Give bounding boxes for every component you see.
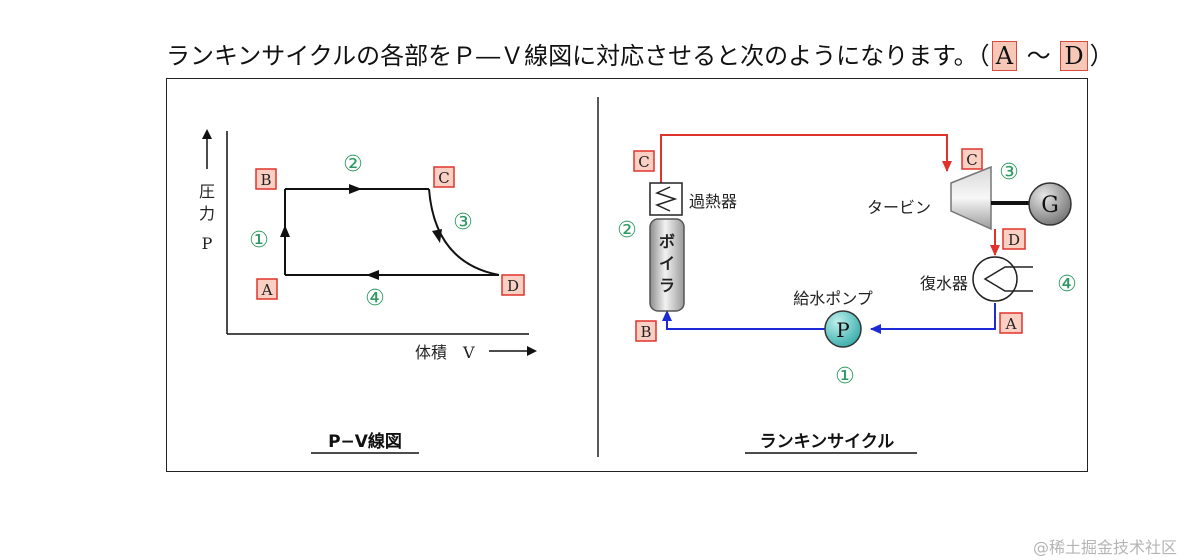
- condenser: [972, 256, 1033, 302]
- rankine-diagram: 過熱器 ボ イ ラ タービン G 復水器 P 給水ポンプ: [617, 134, 1077, 454]
- pv-x-symbol: V: [462, 343, 475, 362]
- rankine-point-c-turbine-label: C: [966, 151, 977, 169]
- rankine-point-b-label: B: [640, 323, 651, 341]
- rankine-step-1: ①: [835, 364, 855, 389]
- rankine-step-3: ③: [999, 160, 1019, 185]
- pv-process-3-arrow: [432, 229, 442, 243]
- pv-point-a-label: A: [261, 281, 273, 299]
- superheater: [649, 182, 683, 216]
- diagram-frame: 圧 力 P 体積 V B C A D ①: [166, 78, 1088, 472]
- pv-process-3-curve: [428, 188, 500, 276]
- rankine-point-c-top-label: C: [638, 153, 649, 171]
- rankine-point-c-turbine: C: [961, 148, 983, 170]
- pv-diagram: 圧 力 P 体積 V B C A D ①: [199, 129, 537, 454]
- rankine-point-b: B: [635, 320, 657, 342]
- rankine-point-d: D: [1002, 228, 1026, 250]
- rankine-step-2: ②: [617, 218, 637, 243]
- rankine-point-c-top: C: [633, 150, 655, 172]
- pv-caption: P−V線図: [328, 431, 402, 452]
- pv-y-label-char2: 力: [199, 204, 215, 223]
- boiler-label-char1: ボ: [659, 232, 675, 251]
- pv-y-label-char1: 圧: [199, 182, 215, 201]
- water-line-to-boiler: [662, 310, 825, 330]
- diagram-canvas: 圧 力 P 体積 V B C A D ①: [199, 97, 1077, 457]
- boiler-label-char3: ラ: [659, 276, 675, 295]
- turbine-label: タービン: [867, 198, 931, 217]
- pv-step-3: ③: [453, 210, 473, 235]
- rankine-point-a: A: [999, 312, 1023, 334]
- watermark: @稀土掘金技术社区: [1032, 538, 1177, 557]
- feed-pump: P: [824, 310, 862, 348]
- condenser-label: 復水器: [920, 274, 968, 293]
- rankine-point-d-label: D: [1008, 231, 1020, 249]
- pv-x-label: 体積: [415, 343, 447, 362]
- heading-suffix: ）: [1089, 42, 1114, 70]
- superheater-label: 過熱器: [689, 192, 737, 211]
- rankine-step-4: ④: [1057, 272, 1077, 297]
- pv-point-a: A: [256, 278, 278, 300]
- heading-tilde: 〜: [1026, 42, 1051, 70]
- pv-step-4: ④: [365, 286, 385, 311]
- boiler-label-char2: イ: [659, 254, 675, 273]
- heading-range-start: A: [991, 41, 1018, 71]
- pv-point-d-label: D: [507, 277, 519, 295]
- water-line-to-pump: [870, 303, 996, 334]
- condenser-coil-icon: [983, 266, 1033, 292]
- turbine-icon: [950, 165, 992, 231]
- rankine-caption: ランキンサイクル: [760, 432, 895, 452]
- heading-range-end: D: [1060, 41, 1088, 71]
- pv-step-1: ①: [249, 228, 269, 253]
- steam-line-to-turbine: [660, 134, 952, 185]
- pump-label: 給水ポンプ: [793, 289, 873, 308]
- generator-label: G: [1041, 193, 1059, 218]
- condenser-icon: [972, 256, 1018, 302]
- superheater-coil-icon: [654, 186, 678, 212]
- pv-process-4-arrow: [366, 270, 379, 280]
- pv-point-b-label: B: [260, 171, 271, 189]
- boiler: ボ イ ラ: [649, 218, 685, 312]
- pv-step-2: ②: [343, 152, 363, 177]
- pv-process-1-arrow: [280, 225, 290, 237]
- generator: G: [1028, 182, 1072, 226]
- generator-icon: [1028, 182, 1072, 226]
- pump-icon: [824, 310, 862, 348]
- pv-process-2-arrow: [349, 184, 362, 194]
- pv-y-symbol: P: [202, 234, 213, 253]
- pv-point-d: D: [501, 274, 525, 296]
- turbine: [950, 165, 1029, 231]
- pv-point-c: C: [433, 166, 455, 188]
- heading-prefix: ランキンサイクルの各部をＰ―Ｖ線図に対応させると次のようになります。（: [166, 42, 990, 70]
- pv-point-b: B: [255, 168, 277, 190]
- page-heading: ランキンサイクルの各部をＰ―Ｖ線図に対応させると次のようになります。（A 〜 D…: [166, 36, 1114, 76]
- pump-symbol: P: [836, 318, 849, 342]
- rankine-point-a-label: A: [1005, 315, 1017, 333]
- pv-point-c-label: C: [438, 169, 449, 187]
